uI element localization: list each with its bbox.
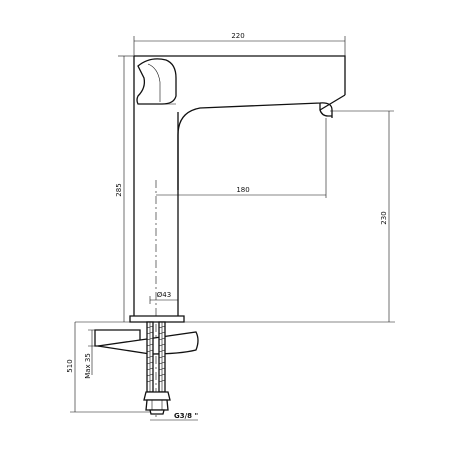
dim-deck-thickness: Max 35 [84, 353, 92, 379]
dim-spout-height: 230 [380, 211, 388, 224]
handle-lever [136, 58, 177, 105]
dim-total-height: 285 [115, 183, 123, 196]
dim-overall-reach: 220 [231, 32, 244, 40]
dim-body-diameter: Ø43 [157, 291, 171, 299]
mounting-assembly [94, 315, 199, 415]
dim-below-deck: 510 [66, 359, 74, 372]
faucet-body [133, 55, 346, 322]
dim-thread: G3/8 " [174, 412, 198, 420]
dimension-lines [70, 36, 395, 421]
dim-spout-reach: 180 [236, 186, 249, 194]
